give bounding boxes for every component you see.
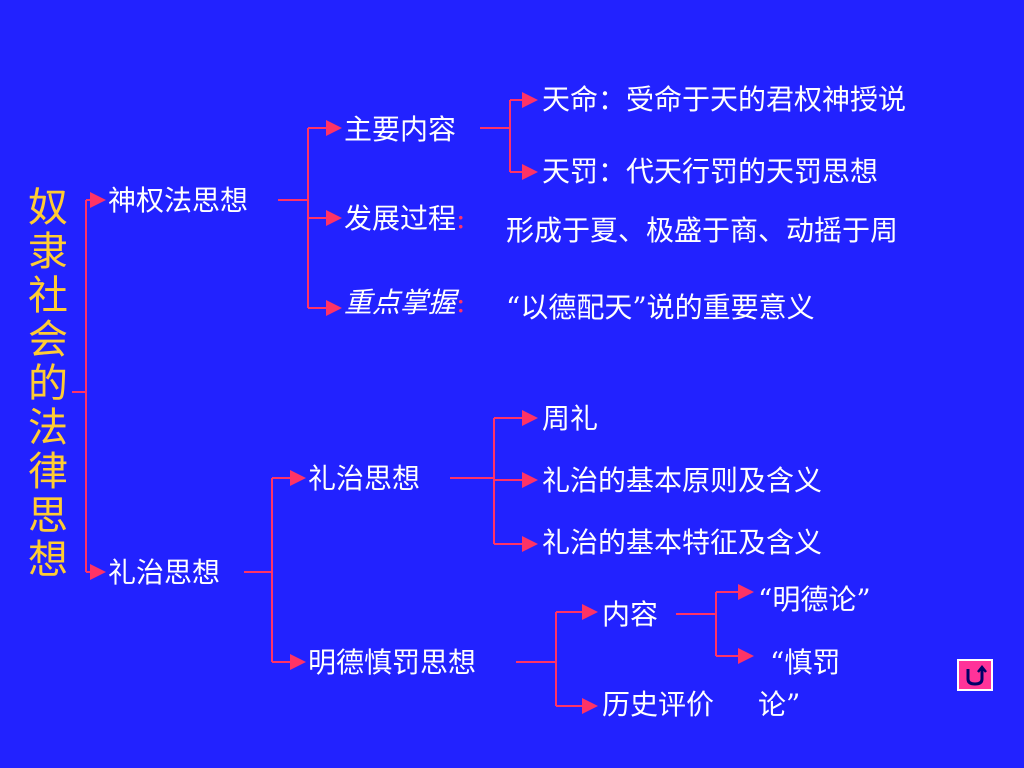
return-icon (966, 664, 987, 686)
key-point-text: “以德配天”说的重要意义 (506, 291, 815, 324)
key-point-label: 重点掌握: (344, 286, 466, 319)
root-title: 奴隶社会的法律思想 (28, 185, 68, 583)
shenfa-lun-item-line1: “慎罚 (770, 646, 841, 679)
return-button[interactable] (957, 659, 993, 691)
content-label: 内容 (602, 598, 659, 631)
development-label: 发展过程: (344, 202, 466, 235)
tianfa-item: 天罚：代天行罚的天罚思想 (542, 155, 879, 188)
liz-principle-item: 礼治的基本原则及含义 (542, 464, 823, 497)
tianming-item: 天命：受命于天的君权神授说 (542, 83, 907, 116)
evaluation-label: 历史评价 (602, 688, 715, 721)
shenfa-lun-item-line2: 论” (758, 688, 801, 721)
mingde-label: 明德慎罚思想 (308, 646, 477, 679)
zhouli-item: 周礼 (542, 402, 599, 435)
main-content-label: 主要内容 (344, 113, 457, 146)
liz-label: 礼治思想 (308, 462, 421, 495)
mingde-lun-item: “明德论” (758, 583, 871, 616)
branch1-label: 神权法思想 (108, 184, 249, 217)
development-text: 形成于夏、极盛于商、动摇于周 (506, 214, 899, 247)
branch2-label: 礼治思想 (108, 556, 221, 589)
liz-feature-item: 礼治的基本特征及含义 (542, 526, 823, 559)
